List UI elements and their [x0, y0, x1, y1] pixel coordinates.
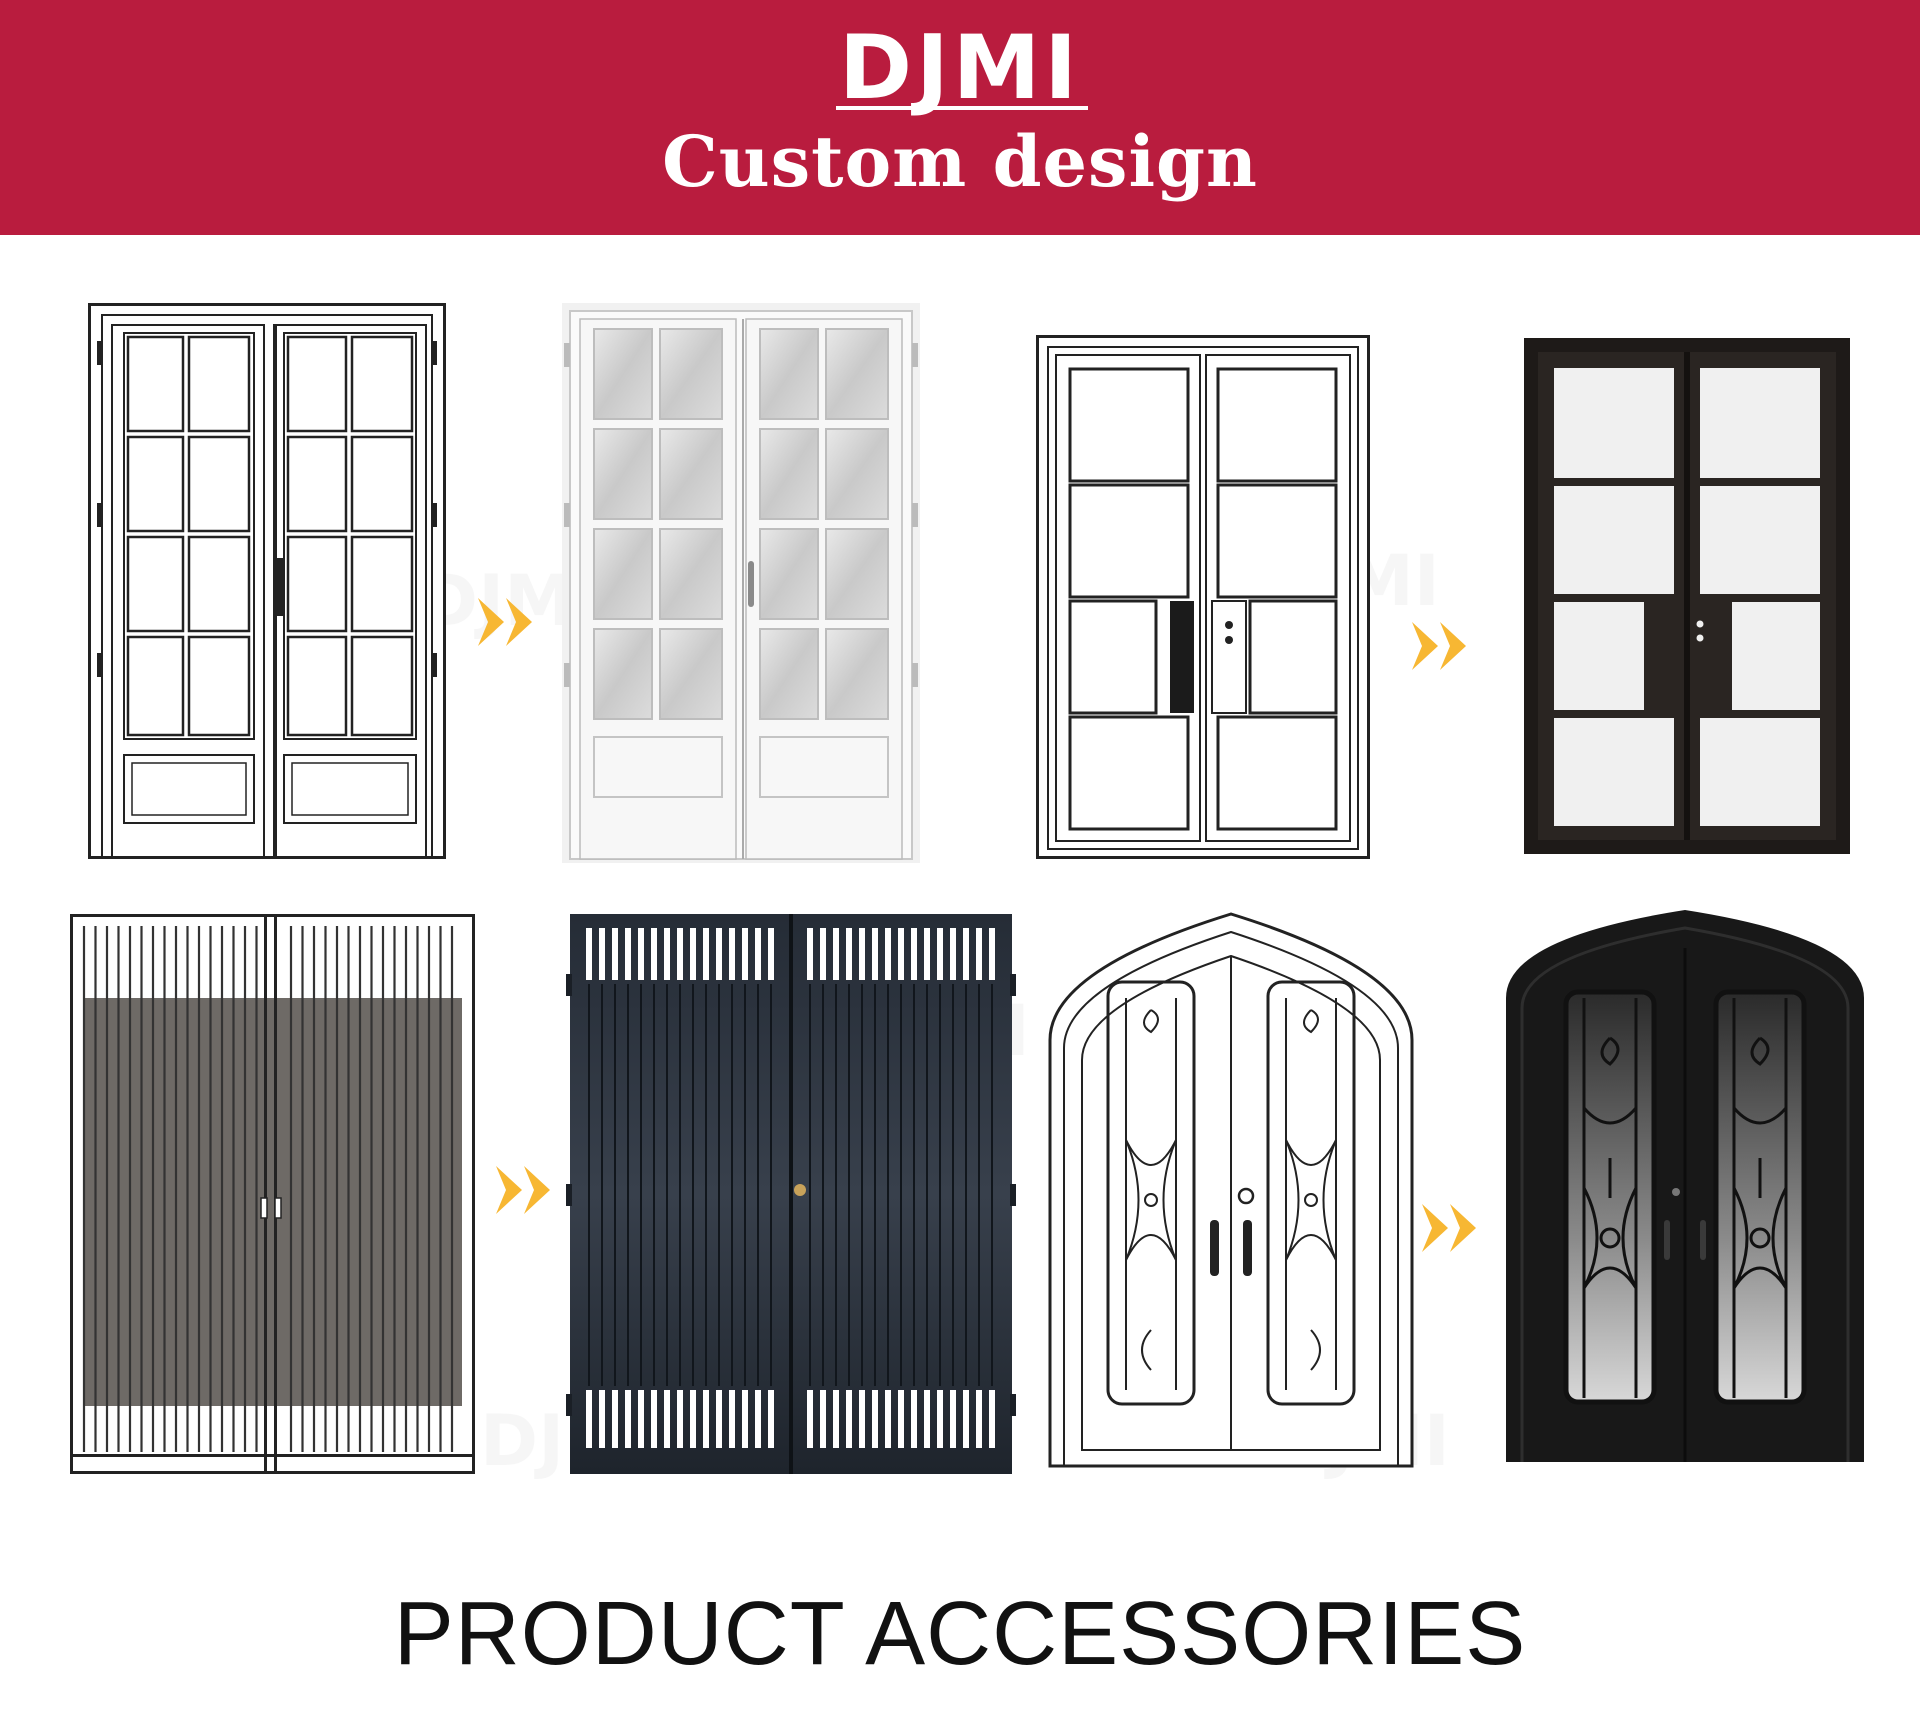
product-accessories-heading: PRODUCT ACCESSORIES — [393, 1584, 1527, 1684]
iron-door-4-lite-black-photo — [1524, 338, 1850, 854]
double-chevron-right-icon — [1418, 1198, 1490, 1263]
french-door-8-lite-white-photo — [562, 303, 920, 863]
brand-logo-text: DJMI — [838, 16, 1082, 119]
double-chevron-right-icon — [1408, 616, 1480, 681]
header-subtitle: Custom design — [662, 120, 1258, 203]
vertical-bar-door-dark-render — [566, 914, 1016, 1474]
double-chevron-right-icon — [492, 1160, 564, 1225]
arched-scroll-door-sketch — [1046, 910, 1416, 1470]
double-chevron-right-icon — [474, 592, 546, 657]
header-banner — [0, 0, 1920, 235]
arched-scroll-door-black-photo — [1504, 908, 1866, 1464]
french-door-8-lite-sketch — [88, 303, 446, 859]
vertical-bar-door-sketch — [70, 914, 475, 1474]
iron-door-4-lite-sketch — [1036, 335, 1370, 859]
brand-underline — [836, 106, 1088, 110]
